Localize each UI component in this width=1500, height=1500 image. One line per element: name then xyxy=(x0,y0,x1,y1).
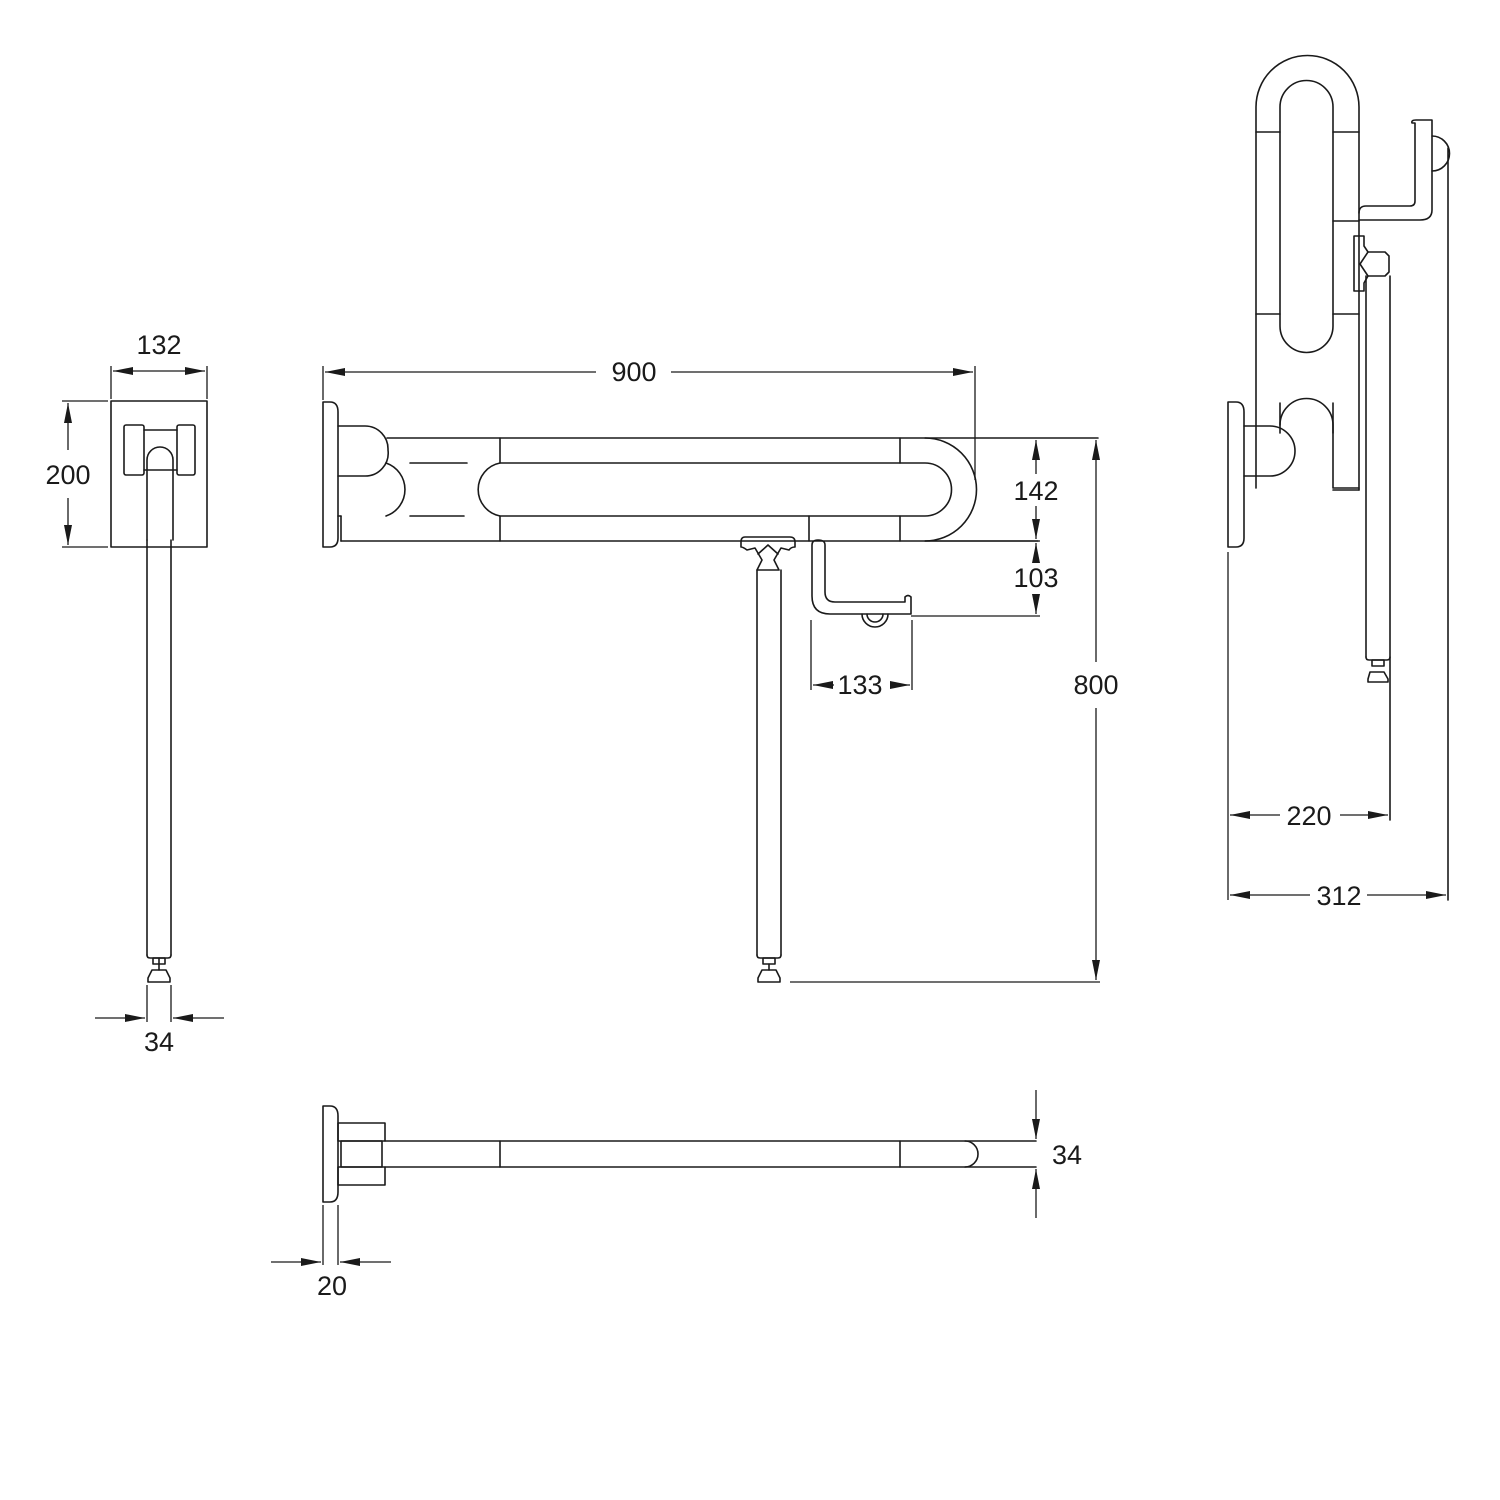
folded-view: 220 312 xyxy=(1227,54,1451,911)
folded-outer-tube xyxy=(1255,54,1360,489)
top-tube-end xyxy=(964,1140,979,1168)
dim-bar-height: 142 xyxy=(1013,476,1058,506)
hinge-knuckle-lower xyxy=(385,462,406,517)
u-bend xyxy=(924,437,978,542)
folded-inner-slot xyxy=(1279,79,1334,354)
folded-leg-foot xyxy=(1367,671,1389,683)
front-wall-plate xyxy=(322,401,339,548)
leg-foot xyxy=(757,969,781,983)
folded-roll-holder xyxy=(1358,119,1433,221)
folded-leg-hinge xyxy=(1353,235,1390,292)
hinge-knuckle-upper xyxy=(337,425,389,477)
tube-cap xyxy=(146,446,174,541)
dim-overall-height: 800 xyxy=(1073,670,1118,700)
foot-pad xyxy=(147,969,171,983)
wall-plate xyxy=(110,400,208,548)
folded-wall-plate xyxy=(1227,401,1245,548)
hinge-block-right xyxy=(176,424,196,476)
side-view: 132 200 34 xyxy=(45,330,224,1057)
leg-hinge xyxy=(740,536,796,571)
dim-plate-width: 132 xyxy=(136,330,181,360)
dim-tube-diameter-side: 34 xyxy=(144,1027,174,1057)
dim-overall-depth: 312 xyxy=(1316,881,1361,911)
dim-plate-thickness: 20 xyxy=(317,1271,347,1301)
hinge-block-left xyxy=(123,424,145,476)
top-view: 34 20 xyxy=(271,1090,1082,1301)
dim-overall-length: 900 xyxy=(611,357,656,387)
roll-holder xyxy=(811,539,912,615)
dim-leg-offset: 220 xyxy=(1286,801,1331,831)
top-wall-plate xyxy=(322,1105,339,1203)
front-view: 900 142 103 133 800 xyxy=(322,357,1119,983)
inner-slot xyxy=(477,462,953,517)
dim-tube-diameter-top: 34 xyxy=(1052,1140,1082,1170)
dim-holder-width: 133 xyxy=(837,670,882,700)
dim-holder-drop: 103 xyxy=(1013,563,1058,593)
dim-plate-height: 200 xyxy=(45,460,90,490)
